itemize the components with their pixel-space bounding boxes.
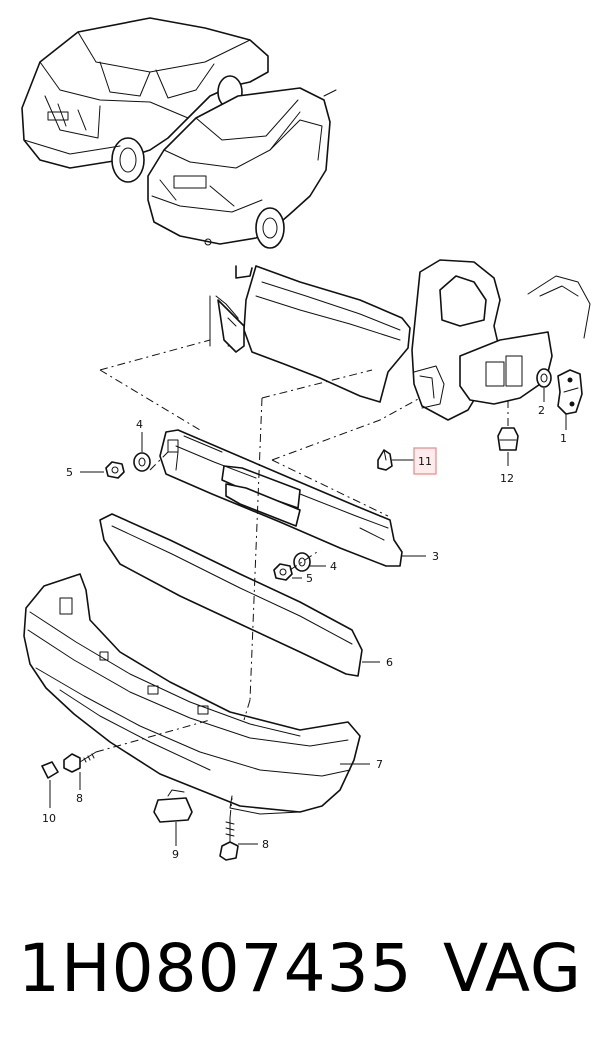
part-11-clip [377, 449, 393, 471]
svg-text:6: 6 [386, 656, 393, 669]
part-number: 1H0807435 [18, 930, 413, 1007]
part-7-bumper-cover [23, 573, 361, 815]
sedan-car-illustration [147, 87, 331, 249]
caption-bar: 1H0807435 VAG [0, 930, 600, 1030]
callout-8-bottom: 8 [238, 838, 269, 851]
part-9-cover-cap [153, 789, 193, 823]
svg-text:9: 9 [172, 848, 179, 861]
callout-2: 2 [538, 388, 545, 417]
svg-text:12: 12 [500, 472, 514, 485]
rear-body-panel [209, 89, 591, 421]
callout-5-left: 5 [66, 466, 104, 479]
svg-text:10: 10 [42, 812, 56, 825]
callout-1: 1 [560, 414, 567, 445]
svg-text:8: 8 [262, 838, 269, 851]
svg-text:5: 5 [306, 572, 313, 585]
part-2-bushing [536, 368, 552, 388]
callout-8-left: 8 [76, 772, 83, 805]
svg-text:4: 4 [136, 418, 143, 431]
svg-text:8: 8 [76, 792, 83, 805]
callout-4-left: 4 [136, 418, 143, 452]
callout-6: 6 [362, 656, 393, 669]
part-5-nut-right [273, 563, 293, 581]
callout-7: 7 [340, 758, 383, 771]
svg-text:7: 7 [376, 758, 383, 771]
assembly-lines [95, 339, 421, 819]
callout-4-right: 4 [310, 560, 337, 573]
part-6-energy-absorber [99, 513, 363, 677]
svg-text:3: 3 [432, 550, 439, 563]
callout-5-right: 5 [292, 572, 313, 585]
part-8-screw-left [63, 751, 97, 773]
part-4-washer-left [133, 452, 151, 472]
part-8-screw-bottom [219, 817, 239, 861]
svg-text:4: 4 [330, 560, 337, 573]
part-4-washer-right [293, 552, 311, 572]
callout-12: 12 [500, 452, 514, 485]
exploded-parts-diagram: 1 2 3 4 5 4 5 6 7 8 10 9 [21, 17, 591, 861]
part-12-cap [497, 400, 519, 451]
callout-3: 3 [402, 550, 439, 563]
svg-text:2: 2 [538, 404, 545, 417]
callout-10: 10 [42, 780, 56, 825]
hatchback-car-illustration [21, 17, 269, 183]
part-3-bumper-reinforcement [159, 429, 403, 567]
svg-text:5: 5 [66, 466, 73, 479]
brand-name: VAG [442, 930, 582, 1007]
part-10-plug [41, 761, 59, 779]
part-5-nut-left [105, 461, 125, 479]
callout-11-highlighted: 11 [392, 447, 437, 475]
callout-9: 9 [172, 822, 179, 861]
part-1-bracket [557, 369, 583, 415]
svg-text:1: 1 [560, 432, 567, 445]
svg-text:11: 11 [418, 455, 432, 468]
